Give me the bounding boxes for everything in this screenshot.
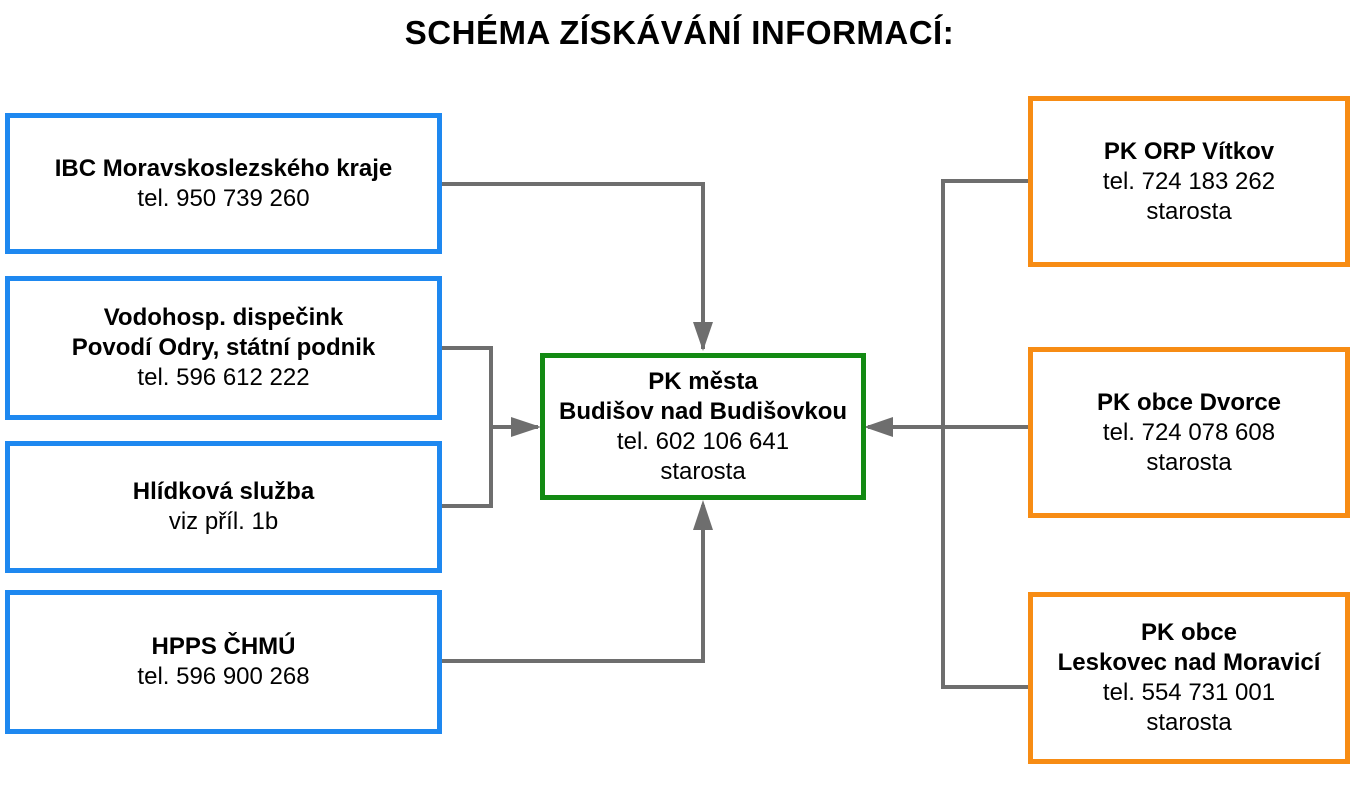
source-box-ibc: IBC Moravskoslezského kraje tel. 950 739… <box>5 113 442 254</box>
source-phone: tel. 554 731 001 <box>1102 679 1276 706</box>
source-phone: tel. 596 900 268 <box>137 663 310 690</box>
source-role: starosta <box>1146 448 1232 476</box>
source-box-leskovec: PK obce Leskovec nad Moravicí tel. 554 7… <box>1028 592 1350 764</box>
source-name: Vodohosp. dispečink <box>103 304 344 331</box>
source-name: Hlídková služba <box>132 478 315 505</box>
arrow-into-center-top <box>693 322 713 351</box>
source-box-hpps: HPPS ČHMÚ tel. 596 900 268 <box>5 590 442 734</box>
source-box-vodohosp: Vodohosp. dispečink Povodí Odry, státní … <box>5 276 442 420</box>
connector-right-trunk <box>941 179 1030 689</box>
center-role: starosta <box>660 457 746 485</box>
arrow-into-center-left <box>511 417 541 437</box>
source-name-line2: Leskovec nad Moravicí <box>1057 649 1321 676</box>
source-box-hlidkova: Hlídková služba viz příl. 1b <box>5 441 442 573</box>
source-phone: tel. 724 183 262 <box>1102 167 1276 195</box>
source-phone: tel. 596 612 222 <box>137 364 310 391</box>
source-name: PK ORP Vítkov <box>1103 137 1275 165</box>
diagram-title: SCHÉMA ZÍSKÁVÁNÍ INFORMACÍ: <box>404 14 955 51</box>
source-name: IBC Moravskoslezského kraje <box>54 154 393 182</box>
source-role: starosta <box>1146 197 1232 225</box>
source-box-orp-vitkov: PK ORP Vítkov tel. 724 183 262 starosta <box>1028 96 1350 267</box>
center-name: PK města <box>648 367 758 395</box>
source-role: starosta <box>1146 709 1232 736</box>
connector-hpps <box>440 505 705 663</box>
source-phone: tel. 724 078 608 <box>1102 418 1276 446</box>
center-name-line2: Budišov nad Budišovkou <box>558 397 848 425</box>
source-name: PK obce <box>1140 619 1238 646</box>
center-phone: tel. 602 106 641 <box>616 427 790 455</box>
connector-vodohosp <box>440 346 493 508</box>
center-box-pk-budisov: PK města Budišov nad Budišovkou tel. 602… <box>540 353 866 500</box>
source-name-line2: Povodí Odry, státní podnik <box>71 334 376 361</box>
source-phone: tel. 950 739 260 <box>137 184 310 212</box>
source-box-dvorce: PK obce Dvorce tel. 724 078 608 starosta <box>1028 347 1350 518</box>
arrow-into-center-right <box>864 417 893 437</box>
source-name: HPPS ČHMÚ <box>151 633 296 660</box>
source-note: viz příl. 1b <box>168 508 279 535</box>
arrow-into-center-bottom <box>693 500 713 530</box>
connector-ibc <box>440 182 705 349</box>
source-name: PK obce Dvorce <box>1096 388 1282 416</box>
